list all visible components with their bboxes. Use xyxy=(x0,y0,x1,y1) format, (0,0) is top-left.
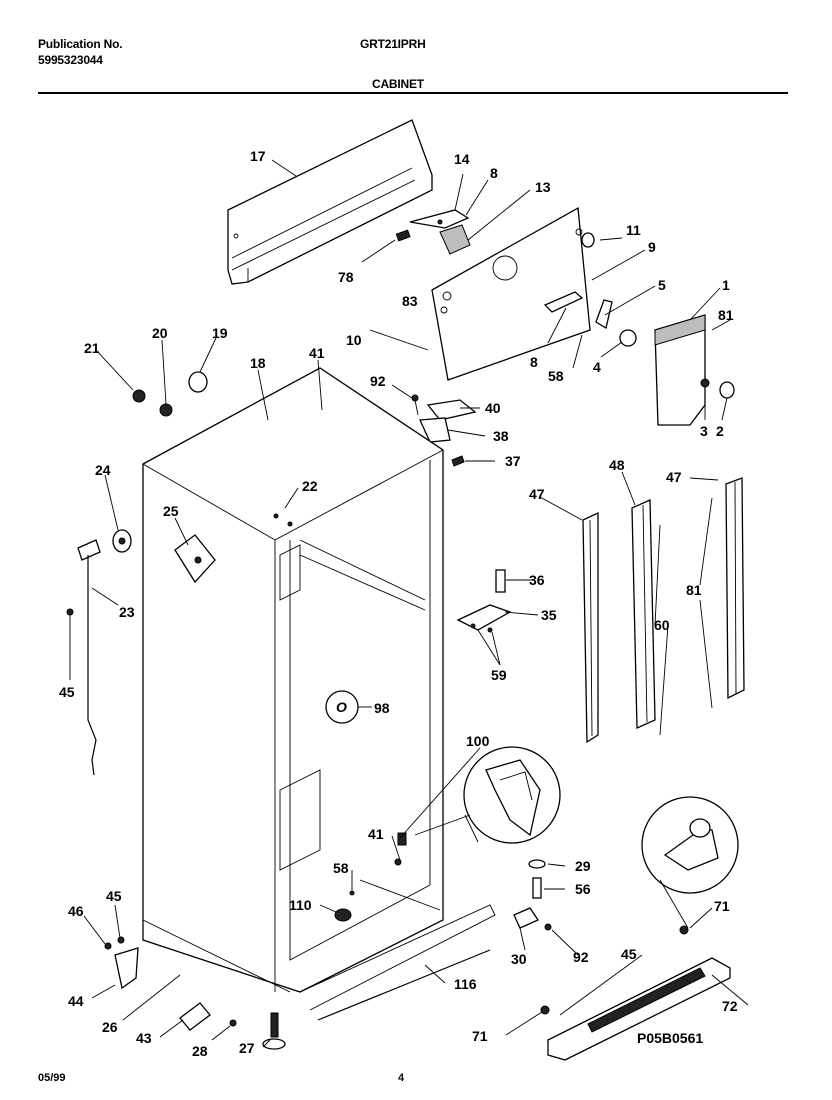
label-8-lower: 8 xyxy=(530,354,538,370)
part-17-top-cover xyxy=(227,119,433,285)
label-17: 17 xyxy=(250,148,266,164)
part-9-5-4-fan xyxy=(543,232,637,347)
label-18: 18 xyxy=(250,355,266,371)
label-71-left: 71 xyxy=(472,1028,488,1044)
part-25-bracket xyxy=(174,534,216,584)
part-44-lower-hinge xyxy=(104,936,139,990)
label-45-grille: 45 xyxy=(621,946,637,962)
label-21: 21 xyxy=(84,340,100,356)
label-116: 116 xyxy=(454,976,477,992)
publication-number: 5995323044 xyxy=(38,53,103,67)
label-24: 24 xyxy=(95,462,111,478)
label-19: 19 xyxy=(212,325,228,341)
label-100: 100 xyxy=(466,733,490,749)
part-1-control-housing xyxy=(654,314,735,426)
part-98-plug: O xyxy=(325,690,359,724)
label-40: 40 xyxy=(485,400,501,416)
part-116-rod xyxy=(317,949,491,1021)
label-38: 38 xyxy=(493,428,509,444)
label-45-left: 45 xyxy=(59,684,75,700)
label-59: 59 xyxy=(491,667,507,683)
label-20: 20 xyxy=(152,325,168,341)
label-83: 83 xyxy=(402,293,418,309)
label-1: 1 xyxy=(722,277,730,293)
part-29-56-30-92 xyxy=(513,859,552,931)
label-2: 2 xyxy=(716,423,724,439)
label-36: 36 xyxy=(529,572,545,588)
part-47-48-gaskets xyxy=(582,477,745,744)
label-48: 48 xyxy=(609,457,625,473)
svg-text:O: O xyxy=(336,699,347,715)
leader-lines xyxy=(69,159,749,1048)
label-29: 29 xyxy=(575,858,591,874)
label-11: 11 xyxy=(626,222,641,238)
label-41-lower: 41 xyxy=(368,826,384,842)
part-number-labels: 17 14 8 13 11 9 5 1 81 78 83 10 8 58 4 3… xyxy=(59,148,738,1059)
part-41-58-110-fasteners xyxy=(334,858,402,922)
label-26: 26 xyxy=(102,1019,118,1035)
part-21-20-19-knobs xyxy=(132,371,208,417)
label-10: 10 xyxy=(346,332,362,348)
label-47-left: 47 xyxy=(529,486,545,502)
model-number: GRT21IPRH xyxy=(360,37,426,51)
part-10-evaporator-panel xyxy=(431,206,591,381)
label-45-hinge: 45 xyxy=(106,888,122,904)
publication-label: Publication No. xyxy=(38,37,123,51)
label-13: 13 xyxy=(535,179,551,195)
label-60: 60 xyxy=(654,617,670,633)
label-30: 30 xyxy=(511,951,527,967)
label-110: 110 xyxy=(289,897,312,913)
label-5: 5 xyxy=(658,277,666,293)
diagram-code: P05B0561 xyxy=(637,1030,703,1046)
part-36-35-59-hinge xyxy=(456,569,512,633)
label-92-lower: 92 xyxy=(573,949,589,965)
section-title: CABINET xyxy=(372,77,424,91)
cabinet-body xyxy=(142,367,496,1011)
part-100-detail xyxy=(397,746,561,846)
label-27: 27 xyxy=(239,1040,255,1056)
part-13-14-bracket xyxy=(409,209,471,255)
label-46: 46 xyxy=(68,903,84,919)
label-22: 22 xyxy=(302,478,318,494)
label-35: 35 xyxy=(541,607,557,623)
header-rule xyxy=(38,92,788,94)
label-58-lower: 58 xyxy=(333,860,349,876)
label-3: 3 xyxy=(700,423,708,439)
part-71-72-grille xyxy=(540,796,739,1061)
label-78: 78 xyxy=(338,269,354,285)
footer-date: 05/99 xyxy=(38,1072,66,1084)
label-58-upper: 58 xyxy=(548,368,564,384)
label-4: 4 xyxy=(593,359,601,375)
label-9: 9 xyxy=(648,239,656,255)
part-78-83-screw xyxy=(361,229,411,263)
label-8-upper: 8 xyxy=(490,165,498,181)
label-23: 23 xyxy=(119,604,135,620)
label-41-upper: 41 xyxy=(309,345,325,361)
label-72: 72 xyxy=(722,998,738,1014)
part-23-24-rod xyxy=(66,529,132,776)
label-81-right: 81 xyxy=(686,582,702,598)
label-37: 37 xyxy=(505,453,521,469)
label-56: 56 xyxy=(575,881,591,897)
label-28: 28 xyxy=(192,1043,208,1059)
label-43: 43 xyxy=(136,1030,152,1046)
label-81-upper: 81 xyxy=(718,307,734,323)
label-71-right: 71 xyxy=(714,898,730,914)
label-44: 44 xyxy=(68,993,84,1009)
label-47-right: 47 xyxy=(666,469,682,485)
footer-page-number: 4 xyxy=(398,1072,405,1084)
label-14: 14 xyxy=(454,151,470,167)
label-92-upper: 92 xyxy=(370,373,386,389)
label-98: 98 xyxy=(374,700,390,716)
part-43-28-27-leveling xyxy=(179,1002,286,1050)
label-25: 25 xyxy=(163,503,179,519)
